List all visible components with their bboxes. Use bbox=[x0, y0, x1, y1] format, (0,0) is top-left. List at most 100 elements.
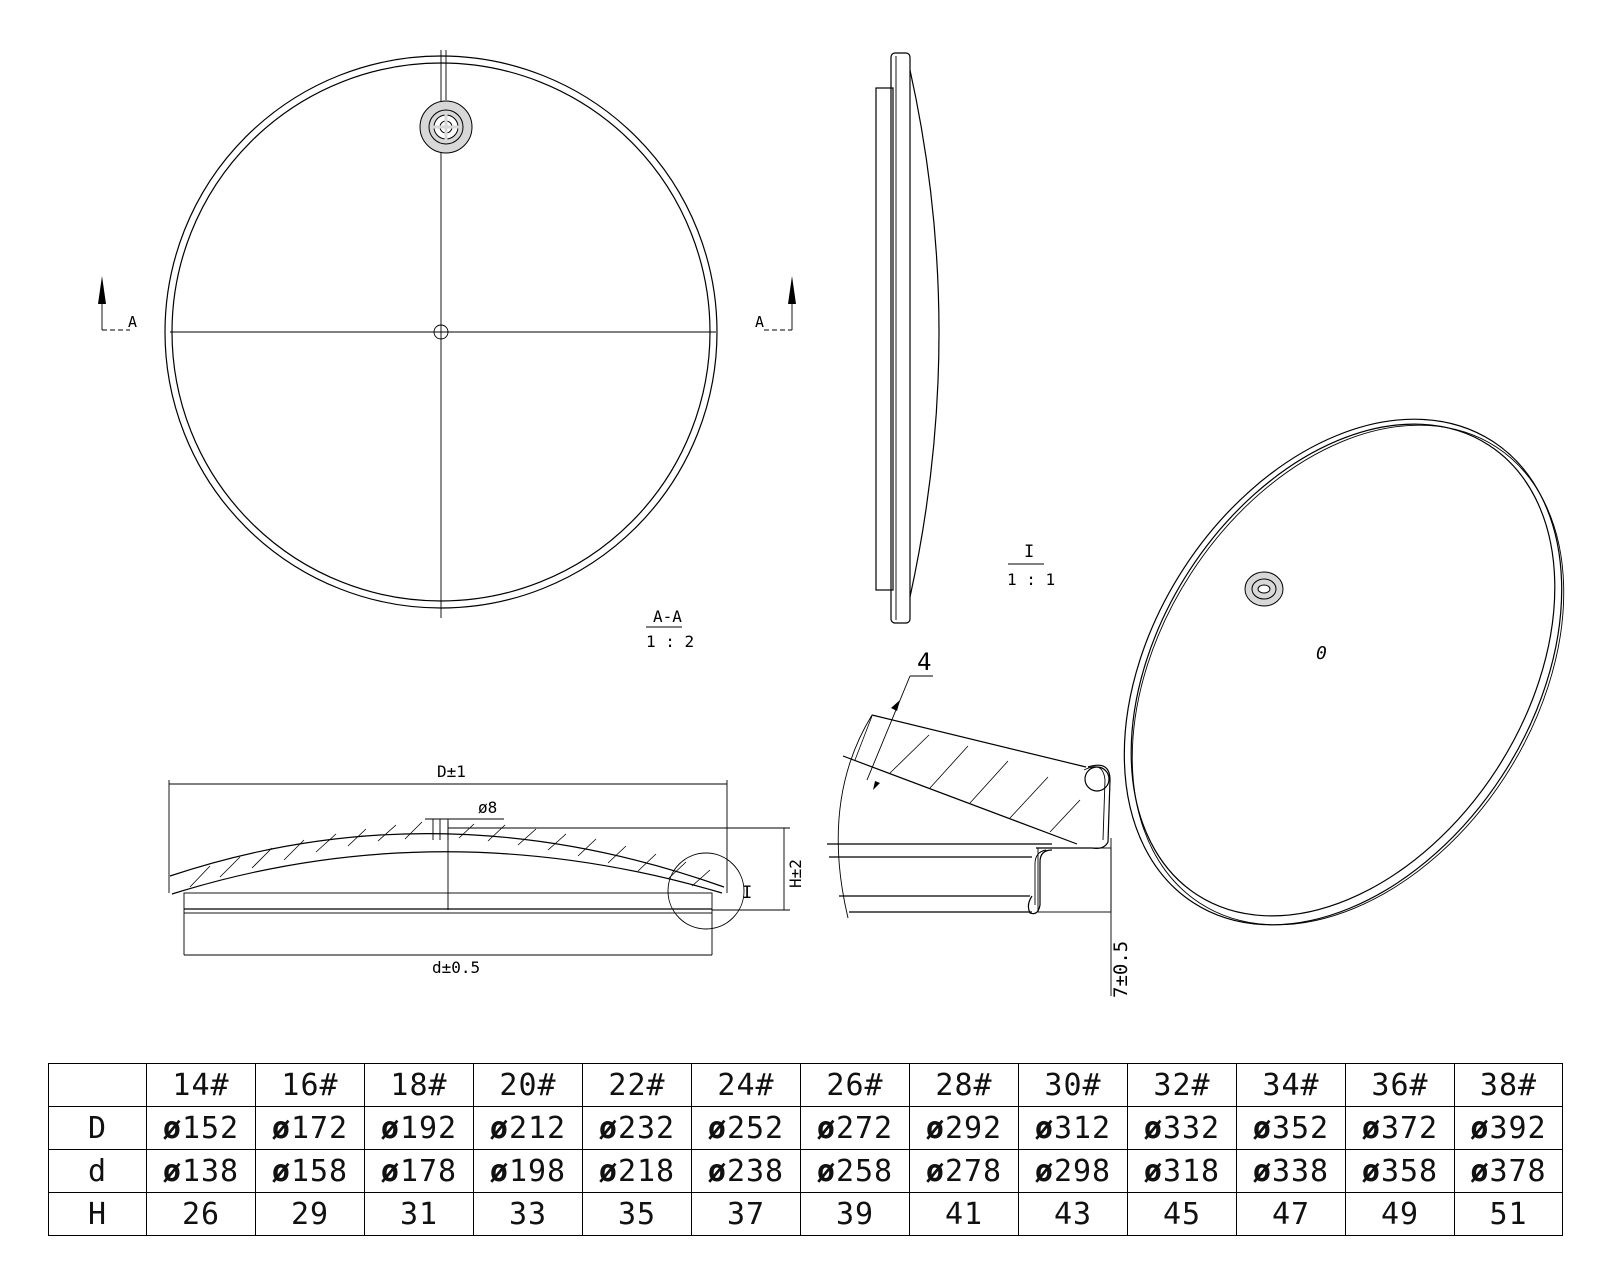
table-cell: 31 bbox=[364, 1192, 474, 1236]
table-cell: ø172 bbox=[255, 1106, 365, 1150]
header-cell: 20# bbox=[473, 1063, 583, 1107]
table-cell: 33 bbox=[473, 1192, 583, 1236]
center-mark-icon bbox=[433, 324, 449, 340]
table-cell: 49 bbox=[1345, 1192, 1455, 1236]
diameter-icon: ø bbox=[271, 1110, 291, 1146]
section-name: A-A bbox=[653, 607, 682, 626]
detail-scale-label: I 1 : 1 bbox=[1007, 542, 1055, 589]
cell-value: 372 bbox=[1380, 1110, 1439, 1146]
dim-thickness-label: 4 bbox=[917, 648, 931, 676]
cell-value: 392 bbox=[1489, 1110, 1547, 1146]
cell-value: 272 bbox=[835, 1110, 894, 1146]
header-cell: 30# bbox=[1018, 1063, 1128, 1107]
table-cell: ø198 bbox=[473, 1149, 583, 1193]
top-view: A A bbox=[98, 50, 796, 618]
table-row-D: D ø152 ø172 ø192 ø212 ø232 ø252 ø272 ø29… bbox=[48, 1106, 1563, 1150]
table-cell: ø298 bbox=[1018, 1149, 1128, 1193]
table-cell: ø258 bbox=[800, 1149, 910, 1193]
table-cell: ø392 bbox=[1454, 1106, 1563, 1150]
table-cell: ø278 bbox=[909, 1149, 1019, 1193]
dim-hole-label: ø8 bbox=[478, 798, 497, 817]
detail-circle bbox=[667, 852, 745, 930]
section-label-left: A bbox=[128, 313, 137, 331]
diameter-icon: ø bbox=[598, 1153, 618, 1189]
side-view bbox=[875, 52, 940, 624]
header-cell: 36# bbox=[1345, 1063, 1455, 1107]
diameter-icon: ø bbox=[489, 1153, 509, 1189]
cell-value: 258 bbox=[835, 1153, 894, 1189]
table-cell: 35 bbox=[582, 1192, 692, 1236]
iso-view: 0 bbox=[1123, 418, 1565, 926]
cell-value: 318 bbox=[1162, 1153, 1221, 1189]
cell-value: 218 bbox=[617, 1153, 676, 1189]
table-cell: 41 bbox=[909, 1192, 1019, 1236]
cell-value: 198 bbox=[508, 1153, 567, 1189]
table-cell: 37 bbox=[691, 1192, 801, 1236]
header-cell: 32# bbox=[1127, 1063, 1237, 1107]
row-label: d bbox=[48, 1149, 147, 1193]
diameter-icon: ø bbox=[162, 1110, 182, 1146]
table-row-H: H 26 29 31 33 35 37 39 41 43 45 47 49 51 bbox=[48, 1192, 1563, 1236]
section-marker-left: A bbox=[98, 276, 137, 331]
table-cell: ø192 bbox=[364, 1106, 474, 1150]
header-cell: 16# bbox=[255, 1063, 365, 1107]
table-cell: ø152 bbox=[146, 1106, 256, 1150]
cell-value: 238 bbox=[726, 1153, 785, 1189]
arrow-icon bbox=[873, 781, 880, 790]
table-cell: ø138 bbox=[146, 1149, 256, 1193]
cell-value: 338 bbox=[1271, 1153, 1330, 1189]
detail-name: I bbox=[1024, 542, 1034, 562]
diameter-icon: ø bbox=[925, 1110, 945, 1146]
cell-value: 172 bbox=[290, 1110, 349, 1146]
table-cell: ø218 bbox=[582, 1149, 692, 1193]
table-cell: 39 bbox=[800, 1192, 910, 1236]
diameter-icon: ø bbox=[1034, 1110, 1054, 1146]
header-cell: 38# bbox=[1454, 1063, 1563, 1107]
table-cell: ø318 bbox=[1127, 1149, 1237, 1193]
table-cell: ø252 bbox=[691, 1106, 801, 1150]
table-cell: ø158 bbox=[255, 1149, 365, 1193]
table-cell: ø292 bbox=[909, 1106, 1019, 1150]
diameter-icon: ø bbox=[380, 1153, 400, 1189]
diameter-icon: ø bbox=[816, 1110, 836, 1146]
cell-value: 358 bbox=[1380, 1153, 1439, 1189]
table-cell: 43 bbox=[1018, 1192, 1128, 1236]
cell-value: 332 bbox=[1162, 1110, 1221, 1146]
detail-scale: 1 : 1 bbox=[1007, 570, 1055, 589]
header-cell: 26# bbox=[800, 1063, 910, 1107]
table-header-row: 14# 16# 18# 20# 22# 24# 26# 28# 30# 32# … bbox=[48, 1063, 1563, 1107]
table-cell: ø272 bbox=[800, 1106, 910, 1150]
diameter-icon: ø bbox=[707, 1110, 727, 1146]
table-cell: ø332 bbox=[1127, 1106, 1237, 1150]
header-cell: 24# bbox=[691, 1063, 801, 1107]
table-cell: 47 bbox=[1236, 1192, 1346, 1236]
cell-value: 138 bbox=[181, 1153, 240, 1189]
header-cell bbox=[48, 1063, 147, 1107]
diameter-icon: ø bbox=[598, 1110, 618, 1146]
diameter-icon: ø bbox=[1470, 1110, 1490, 1146]
dim-H-label: H±2 bbox=[786, 859, 805, 888]
dim-D-label: D±1 bbox=[437, 762, 466, 781]
cell-value: 352 bbox=[1271, 1110, 1330, 1146]
table-cell: ø352 bbox=[1236, 1106, 1346, 1150]
table-cell: ø178 bbox=[364, 1149, 474, 1193]
arrow-up-icon bbox=[98, 276, 106, 304]
cell-value: 232 bbox=[617, 1110, 676, 1146]
cell-value: 192 bbox=[399, 1110, 458, 1146]
diameter-icon: ø bbox=[1470, 1153, 1490, 1189]
arrow-icon bbox=[891, 700, 900, 711]
table-cell: 29 bbox=[255, 1192, 365, 1236]
table-cell: 45 bbox=[1127, 1192, 1237, 1236]
dim-flange-label: 7±0.5 bbox=[1110, 941, 1132, 998]
header-cell: 14# bbox=[146, 1063, 256, 1107]
section-label-right: A bbox=[755, 313, 764, 331]
diameter-icon: ø bbox=[489, 1110, 509, 1146]
cell-value: 178 bbox=[399, 1153, 458, 1189]
cell-value: 212 bbox=[508, 1110, 567, 1146]
diameter-icon: ø bbox=[1143, 1110, 1163, 1146]
diameter-icon: ø bbox=[1143, 1153, 1163, 1189]
row-label: H bbox=[48, 1192, 147, 1236]
table-row-d: d ø138 ø158 ø178 ø198 ø218 ø238 ø258 ø27… bbox=[48, 1149, 1563, 1193]
diameter-icon: ø bbox=[1252, 1110, 1272, 1146]
